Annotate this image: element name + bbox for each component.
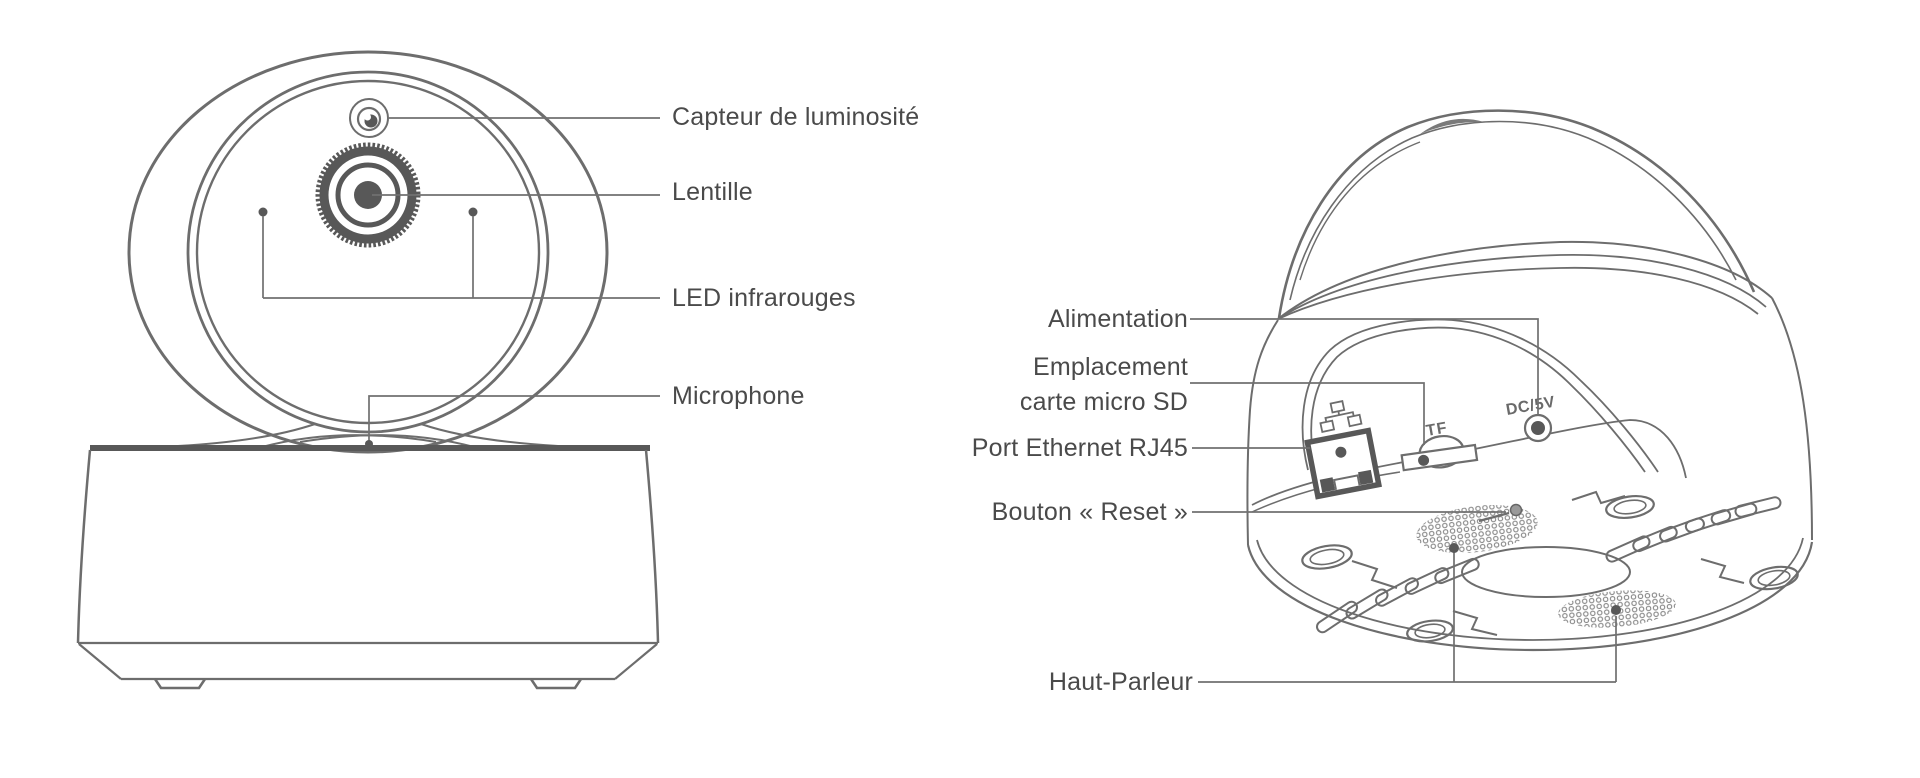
label-sd-slot: Emplacement carte micro SD — [1020, 350, 1188, 420]
pan-base-circle — [1461, 546, 1631, 598]
microphone-dot — [365, 440, 373, 448]
label-light-sensor: Capteur de luminosité — [672, 103, 920, 131]
light-sensor-icon — [349, 98, 389, 138]
speaker-dot-right — [1611, 605, 1621, 615]
leader-microphone — [368, 395, 660, 443]
speaker-dot-left — [1449, 543, 1459, 553]
speaker-mesh-left — [1416, 504, 1538, 554]
label-sd-slot-line1: Emplacement — [1032, 353, 1188, 381]
face-rim-outer — [186, 70, 550, 434]
leader-ir-leds — [262, 216, 660, 299]
base-drawing — [76, 445, 660, 690]
leader-sd-slot — [1190, 382, 1425, 445]
camera-head-outline — [127, 50, 609, 454]
leader-speaker — [1198, 552, 1617, 683]
reset-button-icon — [1478, 503, 1523, 523]
face-rim-inner — [195, 79, 541, 425]
connector-panel-arch — [1301, 318, 1659, 473]
body-left-edge — [1246, 319, 1279, 546]
label-reset: Bouton « Reset » — [991, 498, 1188, 526]
base-foot-right — [529, 678, 583, 690]
ethernet-port-icon — [1304, 427, 1382, 500]
vent-slots — [1315, 496, 1782, 634]
network-icon — [1319, 400, 1363, 434]
label-speaker: Haut-Parleur — [1048, 668, 1193, 696]
leader-power — [1190, 318, 1539, 414]
label-lens: Lentille — [672, 178, 753, 206]
label-power: Alimentation — [1048, 305, 1188, 333]
label-ir-leds: LED infrarouges — [672, 284, 856, 312]
dome-crown-detail — [1420, 118, 1484, 134]
label-microphone: Microphone — [672, 382, 805, 410]
dc5v-marking: DC/5V — [1505, 394, 1557, 419]
dc-power-jack-icon — [1523, 413, 1553, 443]
label-sd-slot-line2: carte micro SD — [1019, 388, 1188, 416]
label-ethernet: Port Ethernet RJ45 — [971, 434, 1188, 462]
sd-card-slot-icon — [1400, 434, 1479, 472]
bottom-disc — [1246, 490, 1814, 652]
cradle-fillets — [177, 423, 559, 448]
dome-brim — [1277, 240, 1773, 320]
front-camera-drawing — [76, 50, 660, 690]
ir-led-left — [258, 207, 268, 217]
ir-led-right — [468, 207, 478, 217]
tf-marking: TF — [1425, 419, 1449, 439]
base-foot-left — [153, 678, 207, 690]
rear-camera-drawing: TF DC/5V — [1246, 109, 1814, 652]
body-right-edge — [1771, 297, 1813, 541]
mount-brackets — [1351, 490, 1745, 636]
leader-lines — [262, 117, 1621, 683]
mount-foot-rings — [1301, 494, 1799, 643]
dome-drawing — [1277, 109, 1756, 319]
